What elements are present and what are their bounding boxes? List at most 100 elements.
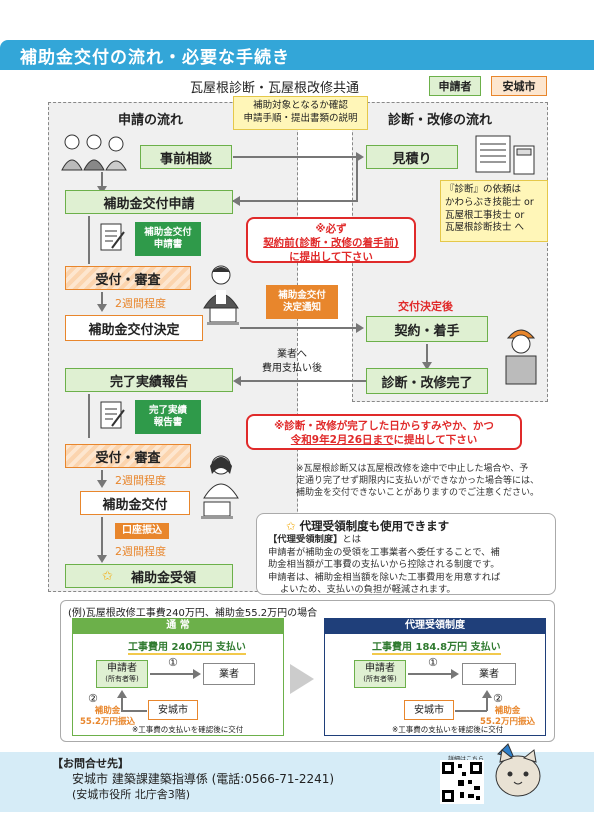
agent-def-suffix: とは — [342, 534, 361, 545]
deadline-date: 令和9年2月26日まで — [290, 434, 394, 447]
after-decision-label: 交付決定後 — [398, 300, 453, 313]
owner-label: (所有者等) — [105, 675, 139, 683]
grant-decision-box: 補助金交付決定 — [65, 315, 203, 341]
report-document-icon — [100, 401, 125, 429]
applicant-label: 申請者 — [107, 663, 137, 674]
payment-note-line: 業者へ — [277, 349, 307, 360]
arrow-up-icon — [482, 690, 492, 698]
laptop-icon — [201, 501, 233, 519]
caution-line: 定通り完了せず期限内に支払いができなかった場合等には、 — [296, 476, 540, 487]
payment-note: 業者へ 費用支払い後 — [262, 348, 322, 376]
flow-line — [88, 394, 90, 438]
laptop-icon — [207, 307, 239, 325]
consult-note: 補助対象となるか確認 申請手順・提出書類の説明 — [233, 96, 368, 130]
normal-applicant: 申請者 (所有者等) — [96, 660, 148, 688]
warning-line: ※診断・改修が完了した日からすみやか、かつ — [274, 420, 494, 432]
agent-cost: 工事費用 184.8万円 支払い — [372, 638, 501, 655]
right-panel-title: 診断・改修の流れ — [388, 113, 493, 128]
agent-receipt-description: 【代理受領制度】とは 申請者が補助金の受領を工事業者へ委任することで、補 助金相… — [268, 534, 552, 597]
completion-deadline-warning: ※診断・改修が完了した日からすみやか、かつ 令和9年2月26日までに提出して下さ… — [246, 414, 522, 450]
contact-line1: 安城市 建築課建築指導係 (電話:0566-71-2241) — [72, 772, 335, 786]
flow-line — [426, 344, 428, 364]
mascot-cat-icon — [495, 743, 541, 797]
arrow-down-icon — [97, 555, 107, 563]
badge-line: 補助金交付 — [278, 290, 326, 302]
contract-start-box: 契約・着手 — [366, 316, 488, 342]
diagnosis-complete-box: 診断・改修完了 — [366, 368, 488, 394]
consult-note-line: 申請手順・提出書類の説明 — [243, 113, 358, 125]
compare-arrow-icon — [290, 664, 314, 694]
contact-footer — [0, 752, 594, 812]
arrow-line — [240, 327, 358, 329]
arrow-right-icon — [451, 669, 459, 679]
arrow-right-icon — [193, 669, 201, 679]
arrow-left-icon — [233, 376, 241, 386]
diag-note-line: 瓦屋根工事技士 or — [445, 209, 525, 221]
flow-line — [486, 697, 488, 711]
badge-line: 決定通知 — [282, 302, 321, 313]
flow-line — [101, 292, 103, 306]
flow-line — [121, 710, 147, 712]
consult-note-line: 補助対象となるか確認 — [253, 100, 348, 111]
agent-desc-line: 助金相当額が工事費の支払いから控除される制度です。 — [268, 559, 500, 571]
bank-transfer-badge: 口座振込 — [115, 523, 169, 539]
cancellation-caution: ※瓦屋根診断又は瓦屋根改修を途中で中止した場合や、予 定通り完了せず期限内に支払… — [296, 463, 558, 499]
normal-step2: ② — [88, 692, 98, 705]
example-caption: (例)瓦屋根改修工事費240万円、補助金55.2万円の場合 — [68, 608, 318, 619]
agent-note: ※工事費の支払いを確認後に交付 — [392, 725, 504, 734]
grant-application-box: 補助金交付申請 — [65, 190, 233, 214]
star-icon: ✩ — [102, 568, 113, 584]
flow-line — [121, 697, 123, 711]
normal-case-title: 通 常 — [72, 618, 284, 634]
agent-desc-line: よいため、支払いの負担が軽減されます。 — [280, 584, 456, 596]
arrow-left-icon — [232, 196, 240, 206]
flow-line — [88, 216, 90, 264]
arrow-line — [233, 200, 358, 202]
left-panel-title: 申請の流れ — [118, 113, 184, 128]
star-icon: ✩ — [286, 519, 296, 533]
badge-line: 申請書 — [153, 239, 183, 250]
agent-receipt-title: ✩ 代理受領制度も使用できます — [286, 518, 449, 534]
arrow-line — [233, 156, 358, 158]
agent-city: 安城市 — [404, 700, 454, 720]
arrow-down-icon — [422, 362, 432, 370]
construction-worker-icon — [505, 329, 537, 385]
caution-line: 補助金を交付できないことがありますのでご注意ください。 — [296, 488, 540, 499]
arrow-line — [240, 380, 366, 382]
consultation-illustration — [61, 134, 127, 171]
two-weeks-label-1: 2週間程度 — [115, 297, 166, 310]
grant-received-box: ✩補助金受領 — [65, 564, 233, 588]
city-staff-icon — [203, 265, 239, 309]
agent-step1: ① — [428, 656, 438, 669]
report-form-badge: 完了実績報告書 — [135, 400, 201, 434]
application-form-badge: 補助金交付申請書 — [135, 222, 201, 256]
caution-line: ※瓦屋根診断又は瓦屋根改修を途中で中止した場合や、予 — [296, 464, 529, 474]
arrow-down-icon — [97, 480, 107, 488]
arrow-line — [150, 673, 194, 675]
diag-note-line: かわらぶき技能士 or — [445, 196, 534, 208]
arrow-right-icon — [356, 152, 364, 162]
normal-note: ※工事費の支払いを確認後に交付 — [132, 725, 244, 734]
owner-label: (所有者等) — [363, 675, 397, 683]
arrow-right-icon — [356, 323, 364, 333]
agent-title-text: 代理受領制度も使用できます — [299, 519, 450, 533]
normal-grant: 補助金 55.2万円振込 — [80, 706, 135, 728]
review-box-2: 受付・審査 — [65, 444, 191, 468]
city-staff-female-icon — [203, 455, 239, 499]
warning-line: 契約前(診断・改修の着手前) — [263, 237, 399, 250]
decision-notice-badge: 補助金交付決定通知 — [266, 285, 338, 319]
grant-label: 補助金 — [494, 706, 521, 716]
grant-payment-box: 補助金交付 — [80, 491, 190, 515]
agent-receipt-panel — [256, 513, 556, 595]
grant-amount: 55.2万円振込 — [80, 717, 135, 728]
diag-note-line: 瓦屋根診断技士 へ — [445, 222, 525, 234]
qr-code-icon[interactable] — [440, 760, 484, 804]
normal-cost: 工事費用 240万円 支払い — [128, 638, 246, 655]
flow-line — [101, 517, 103, 557]
two-weeks-label-2: 2週間程度 — [115, 474, 166, 487]
applicant-label: 申請者 — [365, 663, 395, 674]
grant-amount: 55.2万円振込 — [480, 717, 535, 728]
completion-report-box: 完了実績報告 — [65, 368, 233, 392]
two-weeks-label-3: 2週間程度 — [115, 545, 166, 558]
agent-step2: ② — [493, 692, 503, 705]
